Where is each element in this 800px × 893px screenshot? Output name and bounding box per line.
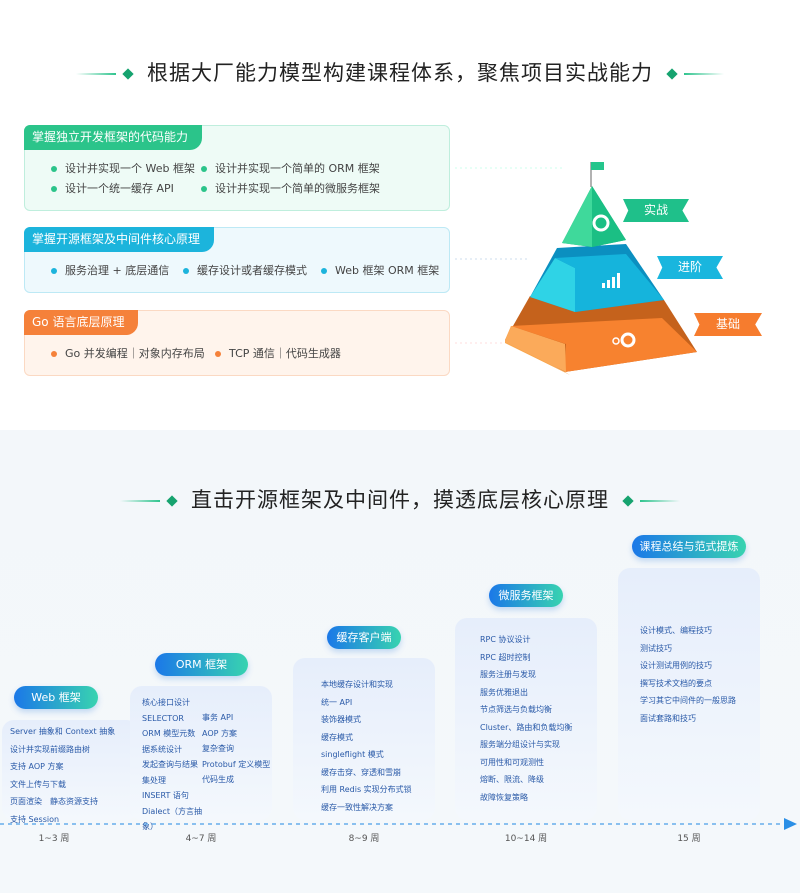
list-item: Dialect（方言抽 [142, 806, 202, 816]
stage-box-web: Server 抽象和 Context 抽象 设计并实现前缀路由树 支持 AOP … [2, 720, 138, 824]
section1-title: 根据大厂能力模型构建课程体系，聚焦项目实战能力 [0, 57, 800, 87]
list-item: 缓存一致性解决方案 [321, 802, 393, 812]
level-tag-basic: 基础 [694, 313, 762, 336]
gears-icon [612, 332, 636, 348]
list-item: 统一 API [321, 697, 353, 707]
week-label: 8~9 周 [348, 834, 380, 844]
list-item: 服务注册与发现 [480, 670, 536, 679]
card-heading: 掌握开源框架及中间件核心原理 [24, 227, 215, 252]
list-item: Server 抽象和 Context 抽象 [10, 727, 116, 736]
list-item: 面试套路和技巧 [640, 713, 696, 723]
list-item: 页面渲染 静态资源支持 [10, 797, 98, 806]
list-item: 设计测试用例的技巧 [640, 661, 712, 670]
timeline [0, 818, 797, 830]
list-item: 利用 Redis 实现分布式锁 [321, 785, 412, 794]
list-item: 设计并实现一个 Web 框架 [51, 160, 195, 176]
list-item: 熔断、限流、降级 [480, 775, 544, 784]
list-item: singleflight 模式 [321, 750, 384, 759]
list-item: 事务 API [202, 713, 234, 722]
list-item: 服务治理 + 底层通信 [51, 262, 169, 278]
stage-badge-orm[interactable]: ORM 框架 [155, 653, 248, 676]
list-item: ORM 模型元数 [142, 729, 196, 738]
list-item: RPC 超时控制 [480, 652, 531, 662]
list-item: 撰写技术文档的要点 [640, 678, 712, 688]
list-item: 服务端分组设计与实现 [480, 740, 560, 749]
card-go-basics: Go 语言底层原理 Go 并发编程｜对象内存布局 TCP 通信｜代码生成器 [24, 310, 450, 376]
list-item: 复杂查询 [202, 744, 234, 753]
week-label: 1~3 周 [38, 834, 70, 844]
list-item: 设计一个统一缓存 API [51, 180, 174, 196]
card-heading: 掌握独立开发框架的代码能力 [24, 125, 203, 150]
list-item: 节点筛选与负载均衡 [480, 705, 552, 714]
title-text: 直击开源框架及中间件，摸透底层核心原理 [191, 488, 609, 512]
list-item: 发起查询与结果 [142, 760, 198, 769]
list-item: 缓存模式 [321, 732, 353, 742]
stage-box-summary: 设计模式、编程技巧 测试技巧 设计测试用例的技巧 撰写技术文档的要点 学习其它中… [618, 568, 760, 820]
list-item: Web 框架 ORM 框架 [321, 262, 439, 278]
list-item: 据系统设计 [142, 744, 182, 754]
list-item: 装饰器模式 [321, 715, 361, 724]
list-item: SELECTOR [142, 713, 184, 723]
list-item: Go 并发编程｜对象内存布局 [51, 345, 205, 361]
section2-title: 直击开源框架及中间件，摸透底层核心原理 [0, 484, 800, 514]
level-tag-advanced: 进阶 [657, 256, 723, 279]
list-item: 文件上传与下载 [10, 779, 66, 789]
list-item: 设计并实现前缀路由树 [10, 744, 90, 754]
list-item: AOP 方案 [202, 728, 237, 738]
list-item: 可用性和可观测性 [480, 757, 544, 767]
stage-box-cache: 本地缓存设计和实现 统一 API 装饰器模式 缓存模式 singleflight… [293, 658, 435, 820]
list-item: 设计并实现一个简单的 ORM 框架 [201, 160, 380, 176]
list-item: 核心接口设计 [142, 698, 190, 707]
list-item: 缓存设计或者缓存模式 [183, 262, 307, 278]
list-item: 缓存击穿、穿透和雪崩 [321, 767, 401, 777]
list-item: 支持 Session [10, 814, 60, 824]
target-icon [592, 214, 610, 232]
list-item: 学习其它中间件的一般思路 [640, 696, 736, 705]
stage-badge-summary[interactable]: 课程总结与范式提炼 [632, 535, 746, 558]
stage-badge-microservice[interactable]: 微服务框架 [489, 584, 563, 607]
list-item: 象） [142, 822, 158, 831]
list-item: 设计并实现一个简单的微服务框架 [201, 180, 380, 196]
card-open-source: 掌握开源框架及中间件核心原理 服务治理 + 底层通信 缓存设计或者缓存模式 We… [24, 227, 450, 293]
title-text: 根据大厂能力模型构建课程体系，聚焦项目实战能力 [147, 61, 653, 85]
bar-chart-icon [602, 273, 620, 288]
week-label: 4~7 周 [185, 834, 217, 844]
list-item: 集处理 [142, 775, 166, 785]
week-label: 15 周 [677, 834, 701, 844]
list-item: Cluster、路由和负载均衡 [480, 722, 573, 732]
pyramid-graphic [455, 162, 697, 375]
list-item: 本地缓存设计和实现 [321, 680, 393, 689]
list-item: 测试技巧 [640, 643, 672, 653]
level-tag-practice: 实战 [623, 199, 689, 222]
list-item: 设计模式、编程技巧 [640, 626, 712, 635]
list-item: RPC 协议设计 [480, 635, 531, 644]
list-item: 支持 AOP 方案 [10, 762, 64, 771]
stage-box-microservice: RPC 协议设计 RPC 超时控制 服务注册与发现 服务优雅退出 节点筛选与负载… [455, 618, 597, 820]
arrow-right-icon [784, 818, 797, 830]
stage-box-orm: 核心接口设计 SELECTOR ORM 模型元数 据系统设计 发起查询与结果 集… [130, 686, 272, 831]
list-item: 故障恢复策略 [480, 792, 528, 802]
stage-badge-web[interactable]: Web 框架 [14, 686, 98, 709]
list-item: TCP 通信｜代码生成器 [215, 345, 341, 361]
list-item: 代码生成 [202, 775, 234, 784]
list-item: 服务优雅退出 [480, 687, 528, 697]
card-framework-ability: 掌握独立开发框架的代码能力 设计并实现一个 Web 框架 设计并实现一个简单的 … [24, 125, 450, 211]
list-item: Protobuf 定义模型 [202, 759, 271, 769]
list-item: INSERT 语句 [142, 791, 189, 800]
week-label: 10~14 周 [504, 834, 548, 844]
stage-badge-cache[interactable]: 缓存客户端 [327, 626, 401, 649]
card-heading: Go 语言底层原理 [24, 310, 139, 335]
